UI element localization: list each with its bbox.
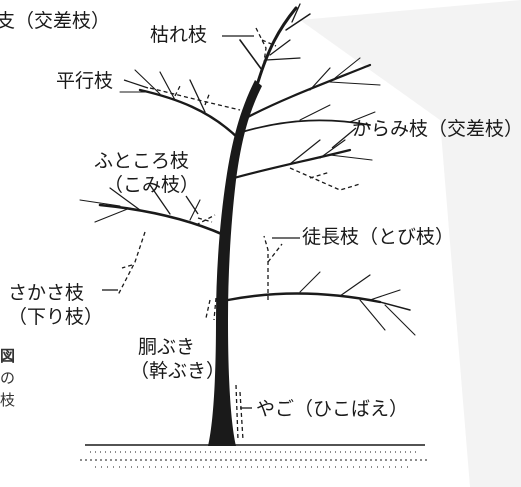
label-water-sprout: 徒長枝（とび枝） bbox=[302, 226, 455, 248]
side-fragment-1: 図 bbox=[0, 347, 16, 365]
side-fragment-3: 枝 bbox=[0, 391, 16, 409]
label-sakasa-1: さかさ枝 bbox=[8, 282, 85, 304]
leader-lines bbox=[102, 35, 357, 409]
label-futokoro-2: （こみ枝） bbox=[104, 174, 200, 196]
label-trunk-sprout-1: 胴ぶき bbox=[138, 336, 196, 358]
label-crossing-branch: からみ枝（交差枝） bbox=[352, 118, 521, 140]
label-dead-branch: 枯れ枝 bbox=[150, 24, 208, 46]
cut-title-fragment: 支（交差枝） bbox=[0, 10, 111, 32]
label-parallel-branch: 平行枝 bbox=[56, 70, 114, 92]
label-sucker: やご（ひこばえ） bbox=[256, 398, 409, 420]
label-sakasa-2: （下り枝） bbox=[8, 306, 104, 328]
pruned-branches bbox=[117, 27, 361, 441]
branches bbox=[79, 3, 416, 336]
label-futokoro-1: ふところ枝 bbox=[94, 150, 190, 172]
page-shade bbox=[300, 0, 521, 487]
ground bbox=[80, 444, 430, 468]
trunk bbox=[208, 80, 262, 446]
side-fragment-2: の bbox=[0, 369, 16, 387]
label-trunk-sprout-2: （幹ぶき） bbox=[130, 360, 226, 382]
